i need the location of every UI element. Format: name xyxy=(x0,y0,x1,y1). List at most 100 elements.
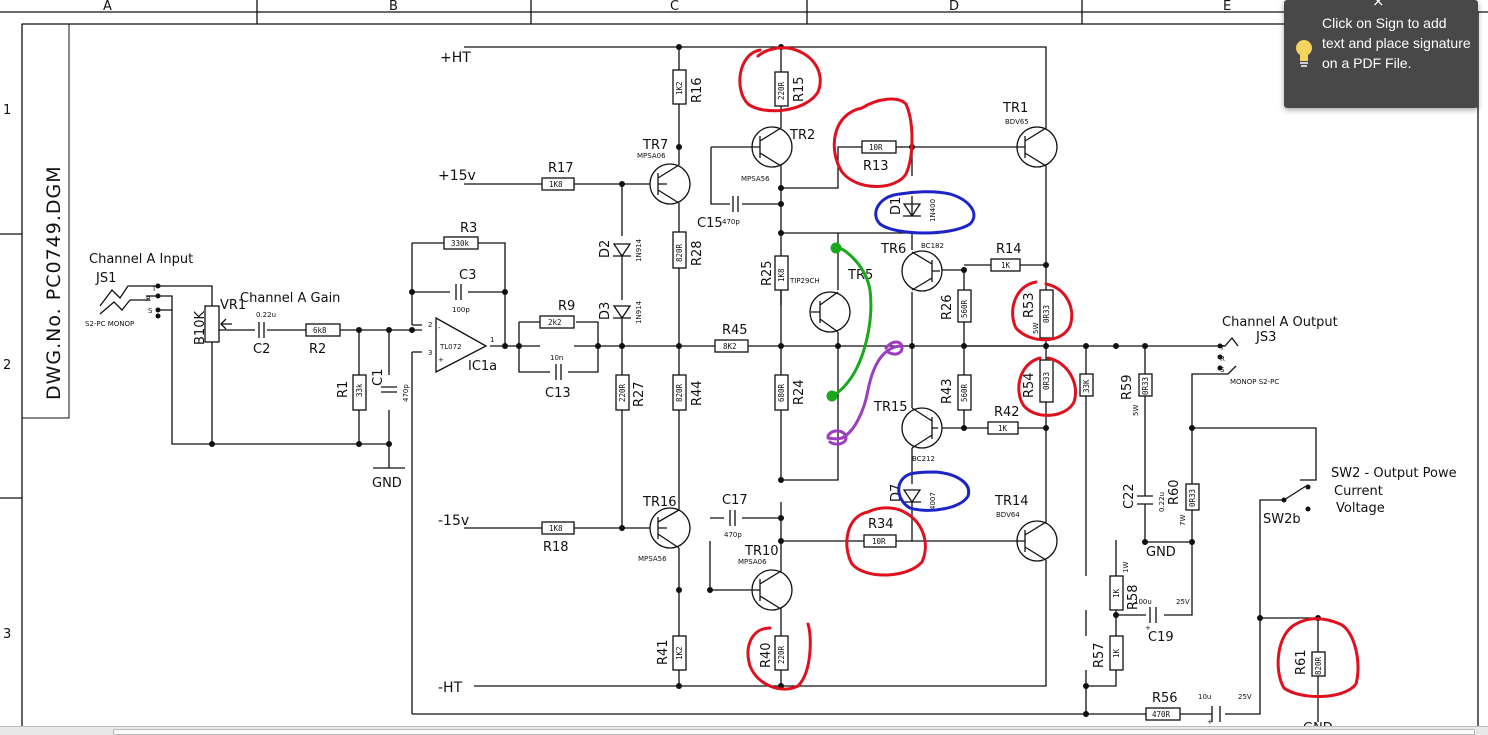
sw2b-label: SW2b xyxy=(1263,512,1301,527)
r40-ref: R40 xyxy=(759,642,774,668)
blue-circle-annotations xyxy=(874,190,976,512)
tr5-part: TIP29CH xyxy=(789,277,820,285)
minus-15v-label: -15v xyxy=(438,513,469,529)
r28-ref: R28 xyxy=(690,240,705,266)
d3-part: 1N914 xyxy=(635,300,643,324)
minus-ht-label: -HT xyxy=(438,680,463,696)
plus-15v-label: +15v xyxy=(438,168,476,184)
tr1-ref: TR1 xyxy=(1002,101,1028,116)
r58-rating: 1W xyxy=(1122,562,1130,573)
column-label-e: E xyxy=(1223,0,1231,14)
c3-ref: C3 xyxy=(459,268,476,283)
r59-rating: 5W xyxy=(1132,405,1140,416)
js1-type: S2-PC MONOP xyxy=(85,320,134,328)
r54-ref: R54 xyxy=(1022,372,1037,398)
output-jack-js3: JS3 MONOP S2-PC T R S xyxy=(1210,330,1279,386)
r44-ref: R44 xyxy=(690,380,705,406)
tr1-part: BDV65 xyxy=(1005,118,1029,126)
close-icon[interactable]: × xyxy=(1372,0,1385,10)
js1-pin-t: T xyxy=(151,285,157,293)
annotation-markup xyxy=(738,46,1360,698)
channel-a-gain-title: Channel A Gain xyxy=(240,291,340,306)
r1-ref: R1 xyxy=(336,381,351,398)
js3-pin-t: T xyxy=(1219,344,1225,352)
tr2-ref: TR2 xyxy=(789,128,815,143)
junction-dots xyxy=(209,44,1321,717)
svg-text:+: + xyxy=(1207,718,1213,726)
js1-pin-s: S xyxy=(148,307,153,315)
c20-voltage: 25V xyxy=(1238,693,1252,701)
vr1-value: B10K xyxy=(193,311,208,345)
r16-value: 1K2 xyxy=(675,81,684,95)
r42-value: 1K xyxy=(998,424,1008,433)
r45-ref: R45 xyxy=(722,323,748,338)
d7-part: 4007 xyxy=(929,492,937,510)
tr16-part: MPSA56 xyxy=(638,555,667,563)
tooltip-message: Click on Sign to add text and place sign… xyxy=(1322,15,1471,71)
r13-ref: R13 xyxy=(863,159,889,174)
c2-value: 0.22u xyxy=(256,311,276,319)
r18-value: 1K8 xyxy=(549,524,563,533)
tr7-part: MPSA06 xyxy=(637,152,666,160)
r3-ref: R3 xyxy=(460,221,477,236)
c13-ref: C13 xyxy=(545,386,571,401)
r26-ref: R26 xyxy=(940,294,955,320)
ic1a-part: TL072 xyxy=(439,343,462,351)
tr16-ref: TR16 xyxy=(642,495,677,510)
r43-ref: R43 xyxy=(940,378,955,404)
r25-ref: R25 xyxy=(760,260,775,286)
red-circle-annotations xyxy=(738,46,1360,698)
r2-value: 6k8 xyxy=(313,326,327,335)
r58-value: 1K xyxy=(1112,588,1121,598)
c1-ref: C1 xyxy=(371,369,386,386)
c15-ref: C15 xyxy=(697,216,723,231)
r54-value: 0R33 xyxy=(1042,372,1051,390)
c15-value: 470p xyxy=(722,218,740,226)
c13-value: 10n xyxy=(550,354,563,362)
r13-value: 10R xyxy=(869,143,883,152)
r61-value: 820R xyxy=(1314,656,1323,675)
drawing-number: DWG.No. PC0749.DGM xyxy=(43,165,65,400)
r14-value: 1K xyxy=(1001,261,1011,270)
capacitors: 470p C1 0.22u C2 100p C3 10n C13 470p C1… xyxy=(253,196,1252,726)
tr2-part: MPSA56 xyxy=(741,175,770,183)
tr6-part: BC182 xyxy=(921,242,944,250)
r17-value: 1K8 xyxy=(549,180,563,189)
sw2-current-label: Current xyxy=(1334,484,1383,499)
scrollbar-thumb[interactable] xyxy=(113,729,1475,735)
column-label-b: B xyxy=(389,0,398,14)
r2-ref: R2 xyxy=(309,342,326,357)
js3-type: MONOP S2-PC xyxy=(1230,378,1279,386)
column-label-a: A xyxy=(103,0,112,14)
channel-a-input-title: Channel A Input xyxy=(89,252,193,267)
r58-ref: R58 xyxy=(1126,584,1141,610)
column-label-c: C xyxy=(670,0,679,14)
tr15-part: BC212 xyxy=(912,455,935,463)
gnd-label-output: GND xyxy=(1146,545,1176,560)
r15-ref: R15 xyxy=(792,76,807,102)
ic1a-pin-noninverting: 3 xyxy=(428,349,432,357)
c1-value: 470p xyxy=(402,384,410,402)
r61-ref: R61 xyxy=(1294,649,1309,675)
c19-voltage: 25V xyxy=(1176,598,1190,606)
wiring xyxy=(146,46,1319,722)
potentiometer-vr1: VR1 B10K xyxy=(193,298,246,345)
c19-ref: C19 xyxy=(1148,630,1174,645)
sw2b-switch xyxy=(1281,484,1311,512)
tr7-ref: TR7 xyxy=(642,138,668,153)
r42-ref: R42 xyxy=(994,405,1020,420)
svg-text:+: + xyxy=(1145,624,1151,632)
r18-ref: R18 xyxy=(543,540,569,555)
tr10-part: MPSA06 xyxy=(738,558,767,566)
r27-ref: R27 xyxy=(632,381,647,407)
diodes: 1N400 D1 1N914 D2 1N914 D3 4007 D7 xyxy=(598,197,937,510)
r17-ref: R17 xyxy=(548,161,574,176)
r34-ref: R34 xyxy=(868,517,894,532)
sw2-voltage-label: Voltage xyxy=(1336,501,1385,516)
r9-ref: R9 xyxy=(558,299,575,314)
d2-ref: D2 xyxy=(598,240,613,258)
d2-part: 1N914 xyxy=(635,238,643,262)
r40-value: 220R xyxy=(777,645,786,664)
d1-part: 1N400 xyxy=(929,199,937,222)
